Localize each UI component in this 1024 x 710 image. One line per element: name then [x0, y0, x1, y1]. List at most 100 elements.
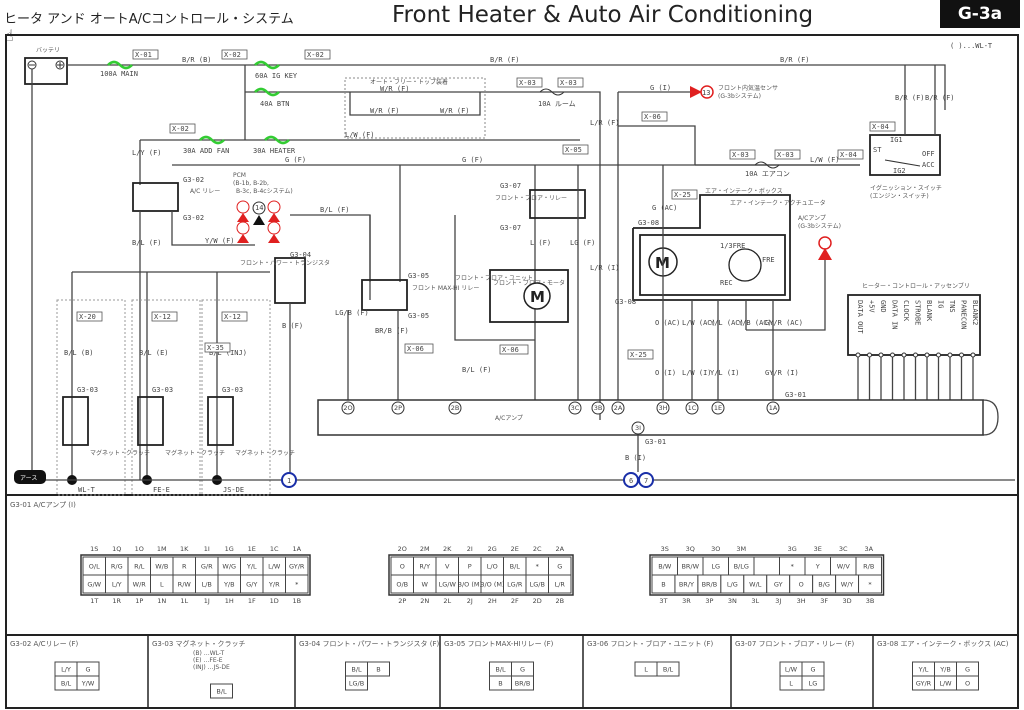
- heater-control-pin-label: BLANK2: [971, 300, 979, 325]
- wire-label-g-ac: G (AC): [652, 204, 677, 212]
- wire-color: L/R: [555, 581, 566, 589]
- ac-amp-pin: [568, 401, 582, 415]
- engine-variant-box: [201, 299, 271, 496]
- ac-amp-label: A/Cアンプ: [495, 415, 523, 422]
- pin-number: 1K: [180, 545, 189, 553]
- connector-key: [753, 556, 780, 576]
- heater-control-pin-label: IG: [937, 300, 945, 308]
- pin-number: 1A: [292, 545, 301, 553]
- pin-number: 3A: [864, 545, 873, 553]
- ac-amp-pin-label: 1E: [714, 404, 722, 412]
- magnet-clutch-label: マグネット・クラッチ: [90, 449, 150, 457]
- ac-amp-pin: [711, 401, 725, 415]
- pin-number: 1L: [180, 597, 188, 605]
- temp-sensor-ref-number: 13: [702, 89, 710, 97]
- main-power-wire: [67, 64, 946, 110]
- heater-control-label: ヒーター・コントロール・アッセンブリ: [862, 282, 970, 290]
- wire-label-lg: LG (F): [570, 239, 595, 247]
- wire-label-b: B (F): [282, 322, 303, 330]
- pin-number: 3L: [751, 597, 759, 605]
- magnet-clutch-label: マグネット・クラッチ: [235, 449, 295, 457]
- intake-door-switch-icon: [728, 248, 762, 282]
- wire-color: GY/R: [289, 563, 305, 571]
- ac-amp-pin-label: 2O: [343, 404, 352, 412]
- page-code-badge: G-3a: [940, 0, 1020, 28]
- wire-label-yl-i: Y/L (I): [710, 369, 740, 377]
- legend-note: ( )...WL-T: [950, 42, 993, 50]
- engine-variant-label: WL-T: [78, 486, 96, 494]
- wire-color: L/W: [785, 666, 798, 674]
- fuse-ig-key-label: 60A IG KEY: [255, 72, 298, 80]
- ig-pos-off: OFF: [922, 150, 935, 158]
- pin-terminal: [970, 352, 976, 358]
- wire-color: O/B: [396, 581, 408, 589]
- wire-color: B/O (M): [480, 581, 505, 589]
- connector-cell: [285, 574, 309, 594]
- pin-number: 3Q: [686, 545, 695, 553]
- air-intake-box-label: エア・インテーク・ボックス: [705, 187, 783, 195]
- ac-amp-pin: [766, 401, 780, 415]
- connector-note: (E) …FE-E: [193, 657, 223, 664]
- wire-color: Y/W: [81, 680, 95, 688]
- pin-number: 1J: [204, 597, 210, 605]
- wire-color: Y: [815, 563, 820, 571]
- connector-box: [204, 342, 231, 353]
- wire-color: W/R: [133, 581, 147, 589]
- wire-color: O/L: [89, 563, 100, 571]
- wire-color: B/O (M): [457, 581, 482, 589]
- wire-label-lw: L/W (F): [345, 131, 375, 139]
- ig-pos-st: ST: [873, 146, 882, 154]
- connector-cell: [656, 661, 680, 677]
- japanese-title: ヒータ アンド オートA/Cコントロール・システム: [4, 12, 294, 27]
- connector-g3-05: G3-05: [408, 312, 429, 320]
- wire-label-o-i: O (I): [655, 369, 676, 377]
- heater-control-pin-label: DATA IN: [891, 300, 899, 330]
- pcm-ref-markers: [236, 200, 281, 243]
- wire-label-wr: W/R (F): [380, 85, 410, 93]
- wire-label-lr: L/R (F): [590, 119, 620, 127]
- pin-number: 3T: [659, 597, 667, 605]
- pin-number: 1P: [135, 597, 143, 605]
- wire-label-g: G (F): [285, 156, 306, 164]
- wire-color: R/Y: [419, 563, 430, 571]
- engine-variant-label: FE-E: [153, 486, 170, 494]
- wire-color: LG: [711, 563, 720, 571]
- heater-control-pin-label: PANECON: [960, 300, 968, 330]
- wire-label-main: B/R (B): [182, 56, 212, 64]
- pcm-ref-number: 14: [255, 204, 263, 212]
- ac-amplifier: [317, 399, 984, 436]
- magnet-clutch: [137, 396, 164, 446]
- magnet-clutch-label: マグネット・クラッチ: [165, 449, 225, 457]
- pin-number: 2K: [443, 545, 452, 553]
- wire-color: BR/B: [702, 581, 718, 589]
- wire-color: L/O: [487, 563, 498, 571]
- pin-terminal: [901, 352, 907, 358]
- connector-panel-title: G3-07 フロント・ブロア・リレー (F): [735, 639, 855, 648]
- intake-mode-fre: FRE: [762, 256, 775, 264]
- wire-label-bl: B/L (F): [462, 366, 492, 374]
- pin-terminal: [878, 352, 884, 358]
- wire-color: L/Y: [61, 666, 71, 674]
- ig-pos-acc: ACC: [922, 161, 935, 169]
- wire-color: B: [498, 680, 502, 688]
- ig-pos-ig2: IG2: [893, 167, 906, 175]
- connector-cell: [801, 675, 825, 691]
- wire-label-gyr-ac: GY/R (AC): [765, 319, 803, 327]
- pin-number: 2D: [533, 597, 542, 605]
- diagram-frame: [5, 34, 1019, 496]
- wire-color: Y/L: [246, 563, 257, 571]
- pin-number: 2P: [398, 597, 406, 605]
- ig-pos-ig1: IG1: [890, 136, 903, 144]
- wire-color: G: [520, 666, 525, 674]
- ac-amp-pin-ground: [631, 421, 645, 435]
- intake-mode-rec: REC: [720, 279, 733, 287]
- temp-sensor-sub-label: (G-3bシステム): [718, 93, 761, 100]
- ac-amp-pin: [656, 401, 670, 415]
- wire-label-lw-i: L/W (I): [682, 369, 712, 377]
- wire-label-wr: W/R (F): [370, 107, 400, 115]
- power-transistor-label: フロント・パワー・トランジスタ: [240, 259, 330, 267]
- ac-amp-pin-label: 3I: [635, 424, 641, 432]
- ac-amp-pin-label: 1A: [769, 404, 778, 412]
- fuse-aircon-label: 10A エアコン: [745, 170, 790, 178]
- connector-x02: X-02: [307, 51, 324, 59]
